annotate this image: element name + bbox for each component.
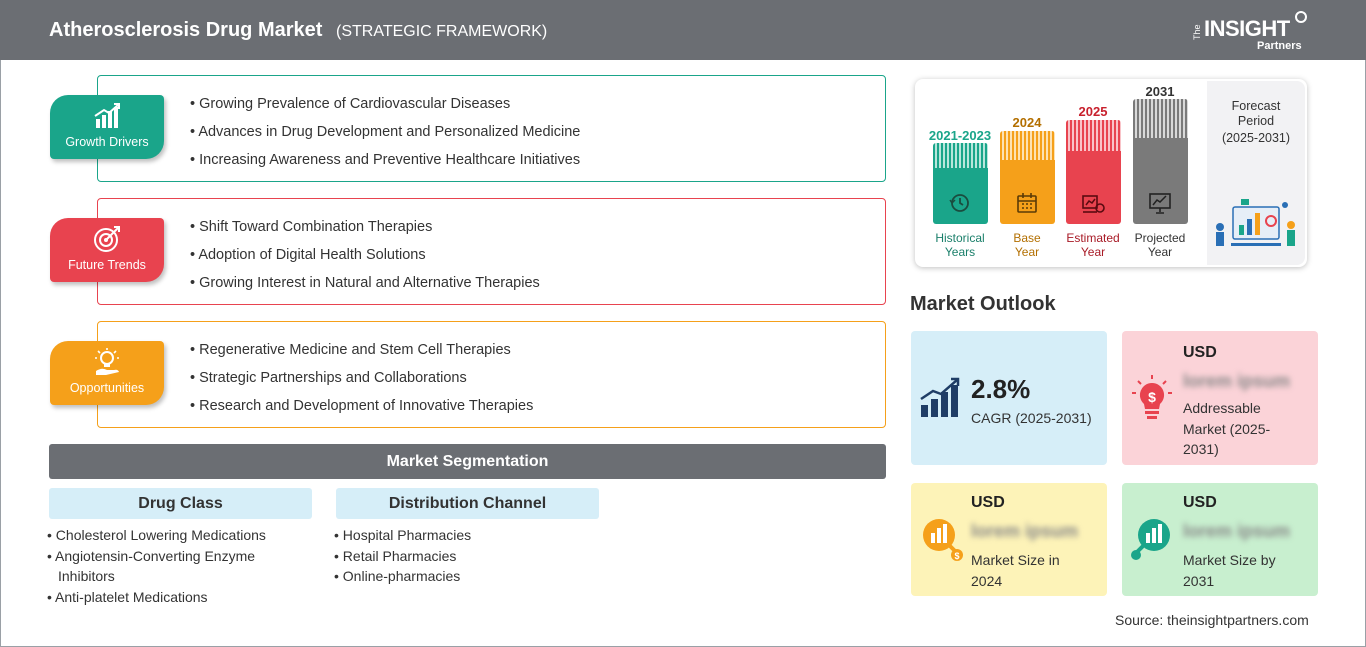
lightbulb-hand-icon (95, 348, 119, 375)
market-size-2024-card: $ USD lorem ipsum Market Size in 2024 (911, 483, 1107, 596)
historical-year: 2021-2023 (928, 128, 992, 143)
market-segmentation-bar: Market Segmentation (49, 444, 886, 479)
drug-class-list: Cholesterol Lowering Medications Angiote… (47, 525, 307, 607)
list-item: Growing Prevalence of Cardiovascular Dis… (190, 96, 580, 124)
distribution-channel-heading: Distribution Channel (336, 488, 599, 519)
historical-bar (933, 168, 988, 224)
page-subtitle: (STRATEGIC FRAMEWORK) (336, 23, 548, 40)
logo-insight: INSIGHT (1204, 16, 1290, 41)
market-size-2031-card: USD lorem ipsum Market Size by 2031 (1122, 483, 1318, 596)
header-bar: Atherosclerosis Drug Market (STRATEGIC F… (0, 0, 1366, 60)
analytics-people-icon (1216, 199, 1295, 246)
source-note: Source: theinsightpartners.com (1115, 612, 1309, 628)
logo-ring-icon (1295, 11, 1307, 23)
future-trends-badge: Future Trends (50, 218, 164, 282)
forecast-range: (2025-2031) (1221, 131, 1291, 145)
addressable-label: Addressable Market (2025-2031) (1183, 400, 1271, 457)
money-analysis-icon: $ (923, 519, 963, 561)
estimated-year: 2025 (1078, 104, 1108, 119)
opportunities-label: Opportunities (69, 381, 145, 395)
list-item: Retail Pharmacies (334, 546, 594, 567)
list-item: Cholesterol Lowering Medications (47, 525, 307, 546)
calendar-icon (1017, 193, 1037, 213)
future-trends-box: Shift Toward Combination Therapies Adopt… (97, 198, 886, 305)
size-2031-label: Market Size by 2031 (1183, 552, 1276, 589)
svg-text:$: $ (1148, 389, 1156, 405)
estimate-chart-icon (1082, 195, 1105, 213)
opportunities-badge: Opportunities (50, 341, 164, 405)
forecast-panel: Forecast Period (2025-2031) (1207, 81, 1305, 265)
list-item: Anti-platelet Medications (47, 587, 307, 608)
growth-search-icon (1131, 519, 1170, 560)
list-item: Advances in Drug Development and Persona… (190, 124, 580, 152)
projected-year: 2031 (1145, 84, 1175, 99)
cagr-label: CAGR (2025-2031) (971, 410, 1092, 426)
target-icon (94, 226, 120, 252)
logo-the: The (1192, 24, 1202, 40)
list-item: Research and Development of Innovative T… (190, 398, 533, 426)
size-2031-currency: USD (1183, 494, 1217, 511)
cagr-value: 2.8% (971, 374, 1031, 404)
insight-partners-logo[interactable]: The INSIGHT Partners (1192, 10, 1312, 54)
list-item: Angiotensin-Converting Enzyme Inhibitors (47, 546, 307, 587)
list-item: Adoption of Digital Health Solutions (190, 247, 540, 275)
market-outlook-title: Market Outlook (910, 293, 1056, 315)
estimated-label: Estimated Year (1066, 231, 1120, 259)
growth-drivers-label: Growth Drivers (65, 135, 149, 149)
presentation-icon (1149, 193, 1171, 214)
growth-drivers-list: Growing Prevalence of Cardiovascular Dis… (190, 96, 580, 180)
distribution-channel-list: Hospital Pharmacies Retail Pharmacies On… (334, 525, 594, 587)
list-item: Increasing Awareness and Preventive Heal… (190, 152, 580, 180)
estimated-bar-stripe (1066, 120, 1121, 152)
drug-class-heading: Drug Class (49, 488, 312, 519)
list-item: Regenerative Medicine and Stem Cell Ther… (190, 342, 533, 370)
base-bar (1000, 160, 1055, 224)
addressable-market-card: $ USD lorem ipsum Addressable Market (20… (1122, 331, 1318, 465)
list-item: Hospital Pharmacies (334, 525, 594, 546)
historical-bar-stripe (933, 143, 988, 169)
projected-label: Projected Year (1134, 231, 1186, 259)
base-label: Base Year (1013, 231, 1041, 259)
opportunities-list: Regenerative Medicine and Stem Cell Ther… (190, 342, 533, 426)
logo-partners: Partners (1257, 40, 1302, 52)
history-clock-icon (949, 194, 969, 212)
list-item: Growing Interest in Natural and Alternat… (190, 275, 540, 303)
base-bar-stripe (1000, 131, 1055, 161)
list-item: Shift Toward Combination Therapies (190, 219, 540, 247)
size-2024-label: Market Size in 2024 (971, 552, 1060, 589)
base-year: 2024 (1012, 115, 1042, 130)
future-trends-list: Shift Toward Combination Therapies Adopt… (190, 219, 540, 303)
dollar-bulb-icon: $ (1132, 375, 1172, 419)
growth-drivers-box: Growing Prevalence of Cardiovascular Dis… (97, 75, 886, 182)
size-2024-currency: USD (971, 494, 1005, 511)
addressable-value: lorem ipsum (1183, 371, 1291, 391)
size-2031-value: lorem ipsum (1183, 521, 1291, 541)
growth-drivers-badge: Growth Drivers (50, 95, 164, 159)
growth-chart-icon (920, 377, 960, 417)
growth-chart-icon (94, 103, 120, 128)
projected-bar-stripe (1133, 99, 1188, 139)
page-title: Atherosclerosis Drug Market (49, 19, 323, 41)
future-trends-label: Future Trends (68, 258, 146, 272)
addressable-currency: USD (1183, 344, 1217, 361)
opportunities-box: Regenerative Medicine and Stem Cell Ther… (97, 321, 886, 428)
size-2024-value: lorem ipsum (971, 521, 1079, 541)
forecast-title: Forecast Period (1231, 99, 1281, 128)
cagr-card: 2.8% CAGR (2025-2031) (911, 331, 1107, 465)
svg-text:$: $ (954, 551, 959, 561)
list-item: Online-pharmacies (334, 566, 594, 587)
historical-label: Historical Years (935, 231, 985, 259)
list-item: Strategic Partnerships and Collaboration… (190, 370, 533, 398)
